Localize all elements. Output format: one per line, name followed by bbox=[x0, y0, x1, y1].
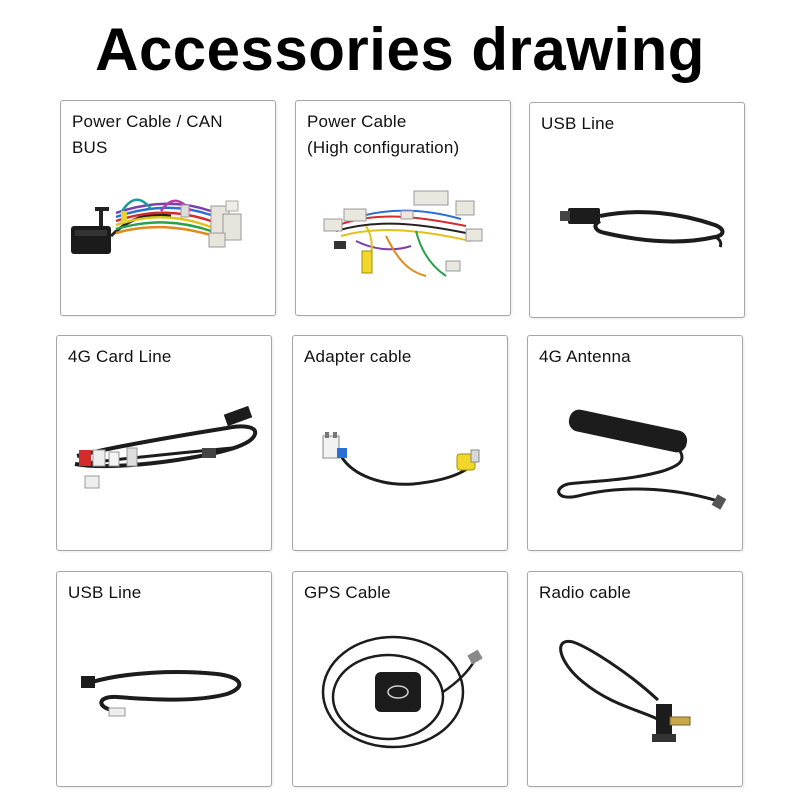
card-label: Adapter cable bbox=[304, 347, 412, 366]
accessory-card-4g-card-line: 4G Card Line bbox=[56, 335, 272, 551]
can-bus-harness-image bbox=[71, 198, 242, 254]
accessory-card-usb-line-2: USB Line bbox=[56, 571, 272, 787]
accessory-card-can-bus: Power Cable / CAN BUS bbox=[60, 100, 276, 316]
accessory-card-usb-line: USB Line bbox=[529, 102, 745, 318]
accessory-card-adapter-cable: Adapter cable bbox=[292, 335, 508, 551]
radio-cable-image bbox=[559, 639, 691, 742]
card-label: 4G Card Line bbox=[68, 347, 172, 366]
page-title: Accessories drawing bbox=[95, 16, 705, 83]
accessory-card-power-cable: Power Cable (High configuration) bbox=[295, 100, 511, 316]
card-label: 4G Antenna bbox=[539, 347, 631, 366]
gps-antenna-image bbox=[321, 635, 483, 749]
card-label: USB Line bbox=[541, 114, 615, 133]
4g-antenna-image bbox=[557, 409, 727, 510]
usb-cable-image bbox=[81, 670, 242, 717]
accessory-card-radio-cable: Radio cable bbox=[527, 571, 743, 787]
card-label: GPS Cable bbox=[304, 583, 391, 602]
card-label: Power Cable (High configuration) bbox=[307, 112, 460, 157]
accessory-card-gps-cable: GPS Cable bbox=[292, 571, 508, 787]
card-label: Power Cable / CAN BUS bbox=[72, 112, 223, 157]
accessory-card-4g-antenna: 4G Antenna bbox=[527, 335, 743, 551]
usb-cable-image bbox=[560, 208, 725, 248]
adapter-cable-image bbox=[322, 432, 480, 486]
card-label: USB Line bbox=[68, 583, 142, 602]
4g-card-cable-image bbox=[74, 405, 258, 489]
power-harness-image bbox=[323, 190, 483, 277]
card-label: Radio cable bbox=[539, 583, 631, 602]
